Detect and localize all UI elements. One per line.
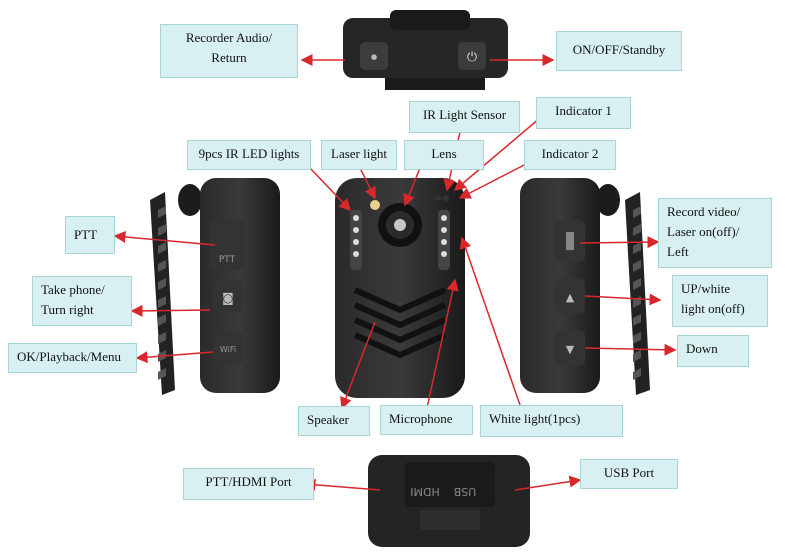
svg-text:◙: ◙ [222, 291, 234, 305]
label-ptt: PTT [65, 216, 115, 254]
label-recorder-audio: Recorder Audio/ Return [160, 24, 298, 78]
label-laser-light: Laser light [321, 140, 397, 170]
label-record-video: Record video/ Laser on(off)/ Left [658, 198, 772, 268]
label-indicator-2: Indicator 2 [524, 140, 616, 170]
label-take-phone: Take phone/ Turn right [32, 276, 132, 326]
label-down: Down [677, 335, 749, 367]
label-ir-light-sensor: IR Light Sensor [409, 101, 520, 133]
label-ptt-hdmi-port: PTT/HDMI Port [183, 468, 314, 500]
label-lens: Lens [404, 140, 484, 170]
front-view [335, 178, 465, 398]
label-ir-led-lights: 9pcs IR LED lights [187, 140, 311, 170]
left-side-view: PTT ◙ WiFi [150, 178, 280, 395]
label-ok-playback-menu: OK/Playback/Menu [8, 343, 137, 373]
svg-text:⏺: ⏺ [371, 50, 377, 64]
svg-text:USB: USB [454, 485, 477, 498]
svg-text:WiFi: WiFi [220, 345, 236, 354]
svg-text:HDMI: HDMI [410, 485, 439, 498]
bottom-view: HDMI USB [368, 455, 530, 547]
label-speaker: Speaker [298, 406, 370, 436]
power-button [458, 42, 486, 70]
svg-text:⏻: ⏻ [467, 50, 477, 65]
label-on-off-standby: ON/OFF/Standby [556, 31, 682, 71]
right-side-view: ▲ ▼ [520, 178, 650, 395]
audio-button [360, 42, 388, 70]
label-up-white-light: UP/white light on(off) [672, 275, 768, 327]
label-white-light: White light(1pcs) [480, 405, 623, 437]
svg-text:PTT: PTT [219, 255, 236, 265]
top-view: ⏺ ⏻ [343, 10, 508, 90]
svg-text:▲: ▲ [566, 291, 575, 304]
label-microphone: Microphone [380, 405, 473, 435]
label-indicator-1: Indicator 1 [536, 97, 631, 129]
svg-text:▼: ▼ [566, 343, 575, 356]
label-usb-port: USB Port [580, 459, 678, 489]
